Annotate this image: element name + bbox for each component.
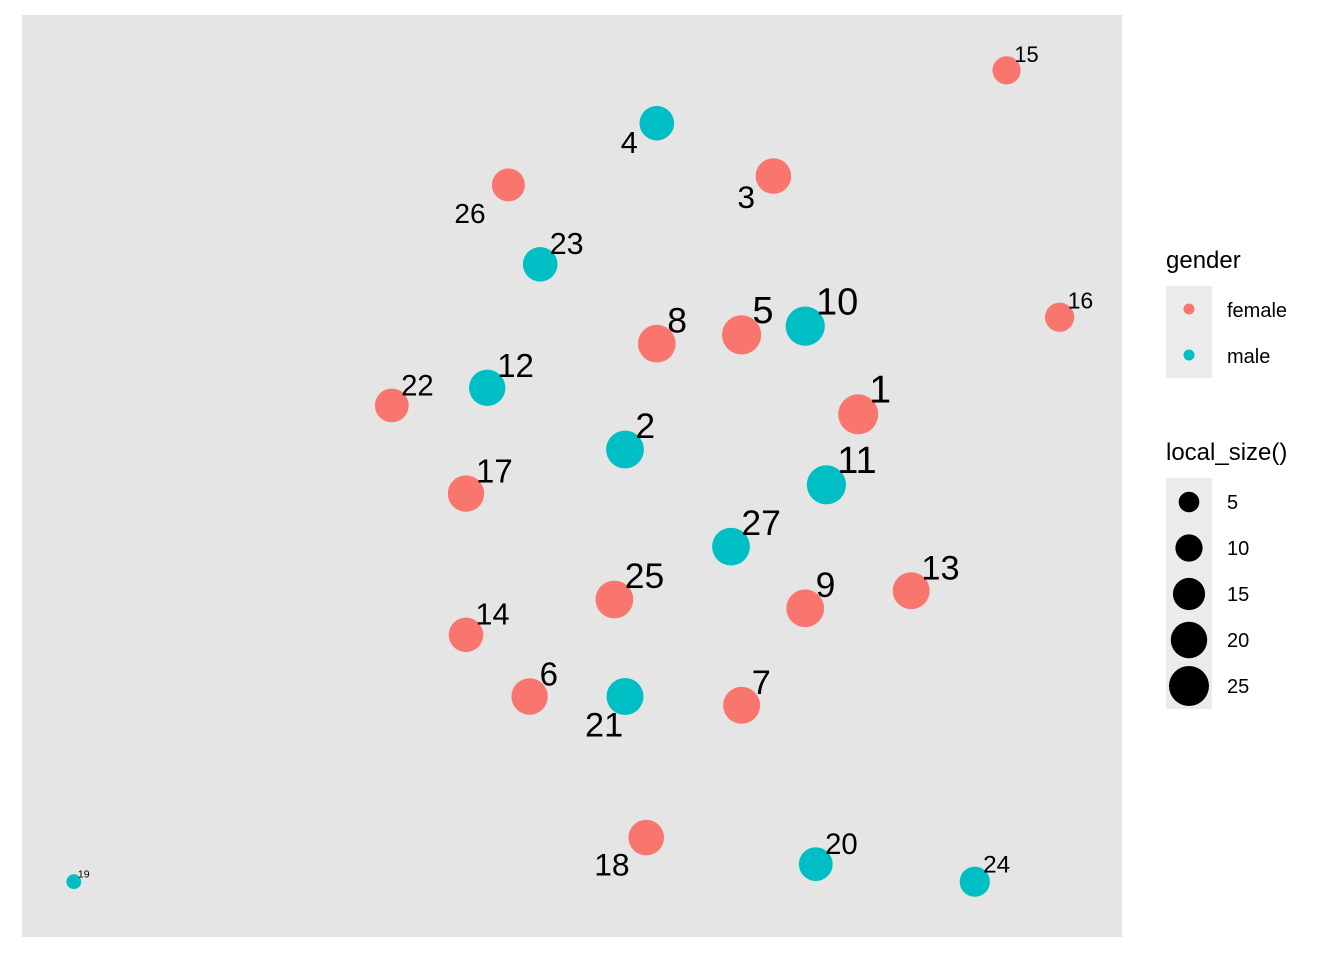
point-17 — [447, 475, 485, 512]
legend-size-label-15: 15 — [1227, 584, 1249, 606]
point-21 — [606, 678, 644, 715]
legend-female-dot — [1183, 303, 1195, 315]
legend-size-label-5: 5 — [1227, 492, 1238, 514]
point-label-17: 17 — [476, 453, 513, 490]
point-25 — [595, 580, 634, 619]
point-23 — [522, 246, 558, 282]
point-16 — [1045, 302, 1075, 332]
point-label-20: 20 — [825, 828, 858, 861]
point-label-13: 13 — [921, 550, 959, 588]
point-7 — [723, 686, 761, 724]
legend-female-label: female — [1227, 300, 1287, 322]
point-label-24: 24 — [983, 852, 1010, 879]
point-label-16: 16 — [1068, 288, 1094, 314]
point-4 — [639, 105, 675, 141]
point-label-8: 8 — [667, 300, 687, 340]
legend-size-title: local_size() — [1166, 439, 1287, 466]
plot-panel — [22, 15, 1122, 937]
point-label-15: 15 — [1014, 42, 1038, 67]
legend-gender-title: gender — [1166, 247, 1241, 274]
point-label-6: 6 — [540, 656, 558, 693]
point-19 — [66, 874, 82, 890]
point-label-5: 5 — [752, 290, 773, 332]
point-label-12: 12 — [497, 347, 534, 384]
point-label-22: 22 — [401, 369, 434, 402]
point-label-11: 11 — [837, 440, 876, 482]
legend-size-label-20: 20 — [1227, 630, 1249, 652]
point-label-9: 9 — [816, 565, 836, 605]
point-14 — [448, 617, 484, 653]
legend-size-dot-5 — [1178, 491, 1200, 513]
legend-size-label-25: 25 — [1227, 676, 1249, 698]
point-label-26: 26 — [454, 198, 485, 229]
point-26 — [491, 168, 525, 202]
point-18 — [628, 819, 664, 856]
legend-size-keys: 5 10 15 20 25 — [1169, 491, 1249, 706]
point-label-23: 23 — [550, 227, 584, 261]
point-20 — [798, 847, 833, 881]
point-label-25: 25 — [625, 556, 665, 596]
point-12 — [469, 369, 506, 406]
point-13 — [892, 572, 930, 610]
legend-size-dot-25 — [1169, 666, 1209, 706]
point-label-10: 10 — [816, 281, 858, 323]
point-22 — [374, 388, 409, 423]
point-label-21: 21 — [585, 707, 623, 745]
point-1 — [838, 394, 879, 435]
point-label-1: 1 — [869, 367, 891, 411]
legend-male-dot — [1183, 349, 1195, 361]
point-label-7: 7 — [752, 664, 771, 702]
point-10 — [785, 306, 825, 346]
point-label-4: 4 — [621, 126, 638, 160]
legend-size: local_size() 5 10 15 20 25 — [1166, 439, 1287, 709]
point-label-18: 18 — [594, 847, 629, 883]
legend-size-dot-15 — [1172, 577, 1206, 611]
point-label-19: 19 — [78, 868, 90, 880]
legend-size-dot-20 — [1170, 621, 1208, 659]
point-27 — [712, 527, 750, 566]
point-6 — [511, 678, 548, 715]
legend-gender: gender female male — [1166, 247, 1287, 378]
legend-size-dot-10 — [1175, 534, 1203, 562]
point-label-27: 27 — [741, 503, 781, 543]
point-24 — [959, 866, 990, 897]
point-3 — [755, 158, 792, 194]
point-9 — [786, 589, 825, 628]
point-11 — [806, 465, 847, 505]
legend-size-label-10: 10 — [1227, 538, 1249, 560]
point-label-3: 3 — [737, 179, 755, 215]
legend-gender-key-bg — [1166, 286, 1212, 378]
point-label-14: 14 — [476, 597, 510, 631]
point-8 — [637, 324, 676, 363]
points-layer — [66, 56, 1075, 897]
legend-male-label: male — [1227, 346, 1270, 368]
point-15 — [992, 56, 1021, 85]
point-2 — [606, 430, 644, 469]
point-5 — [722, 315, 762, 355]
point-label-2: 2 — [635, 406, 655, 446]
